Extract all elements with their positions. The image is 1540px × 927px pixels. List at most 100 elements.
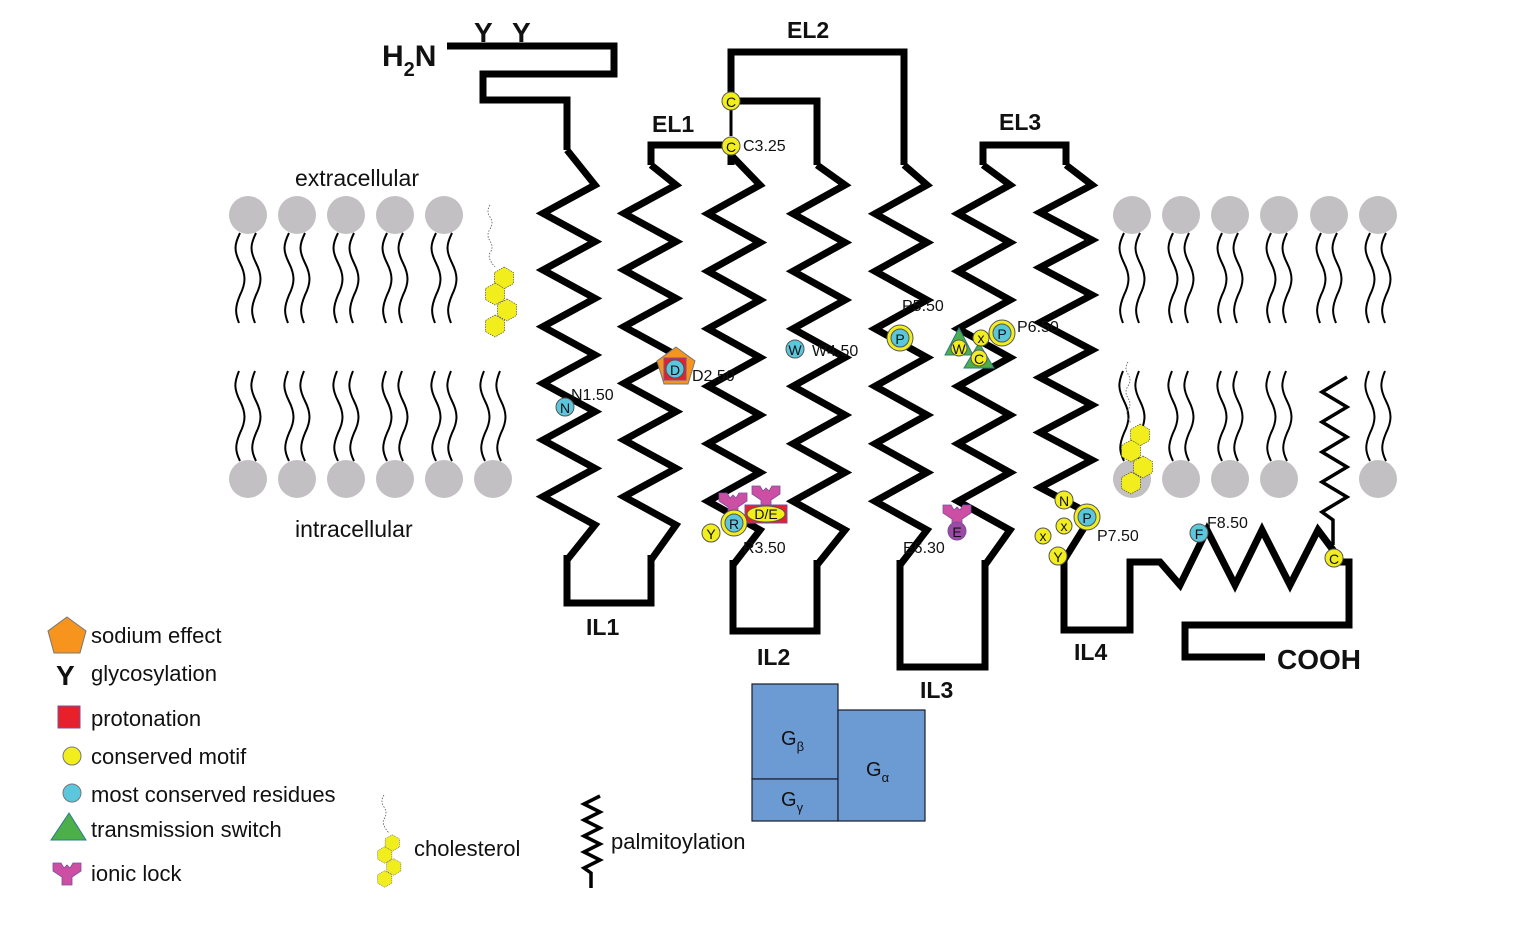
pentagon-icon xyxy=(47,616,87,654)
residue-d2-50: D xyxy=(656,346,696,385)
glycosylation-mark-2: Y xyxy=(512,17,531,48)
lipid-head xyxy=(327,460,365,498)
lipid-tail xyxy=(1183,370,1195,462)
lipid-head xyxy=(1113,196,1151,234)
lipid-tail xyxy=(299,232,311,324)
residue-n1-50: N xyxy=(555,397,575,417)
helix-tm1 xyxy=(535,147,603,563)
lipid-tail xyxy=(1364,370,1376,462)
c-terminus-label: COOH xyxy=(1277,644,1361,675)
p6-50-label: P6.50 xyxy=(1017,319,1059,336)
lipid-tail xyxy=(1232,232,1244,324)
cholesterol-molecule-right xyxy=(1121,361,1153,495)
residue-palmitoyl-cysteine: C xyxy=(1324,548,1344,568)
lipid-tail xyxy=(348,232,360,324)
extracellular-loop-1 xyxy=(647,141,735,165)
square-icon xyxy=(57,705,81,729)
lipid xyxy=(229,196,267,498)
residue-e6-30: E xyxy=(942,504,972,541)
legend-item-protonation: protonation xyxy=(57,705,201,731)
lipid-tail xyxy=(332,232,344,324)
lipid xyxy=(1310,196,1348,324)
lipid-tail xyxy=(1315,232,1327,324)
svg-text:C: C xyxy=(726,94,736,110)
lipid-tail xyxy=(397,232,409,324)
n-terminal-chain xyxy=(447,42,618,150)
lipid-head xyxy=(474,460,512,498)
intracellular-loop-3 xyxy=(896,560,989,671)
svg-text:ionic lock: ionic lock xyxy=(91,861,182,886)
extracellular-label: extracellular xyxy=(295,165,419,191)
svg-text:N: N xyxy=(1059,493,1069,509)
p5-50-label: P5.50 xyxy=(902,298,944,315)
residue-p5-50: P xyxy=(886,324,914,352)
circle-icon xyxy=(62,746,82,766)
lipid-tail xyxy=(1265,232,1277,324)
lipid xyxy=(278,196,316,498)
lipid-tail xyxy=(397,370,409,462)
residue-f8-50: F xyxy=(1189,523,1209,543)
lipid-tail xyxy=(1364,232,1376,324)
cholesterol-icon xyxy=(377,834,402,888)
lipid-tail xyxy=(234,370,246,462)
n-terminus-label: H2N xyxy=(382,40,436,81)
p7-50-label: P7.50 xyxy=(1097,528,1139,545)
lipid-tail xyxy=(495,370,507,462)
svg-text:cholesterol: cholesterol xyxy=(414,836,520,861)
palmitoylation-chain xyxy=(1318,375,1351,545)
el2-label: EL2 xyxy=(787,17,829,43)
lipid-head xyxy=(425,196,463,234)
lipid-tail xyxy=(1167,370,1179,462)
lipid-tail xyxy=(1134,232,1146,324)
lipid-tail xyxy=(1216,232,1228,324)
g-alpha-subunit xyxy=(837,709,926,822)
residue-cysteine-el2: C xyxy=(721,91,741,111)
membrane-right xyxy=(1113,196,1397,498)
palmitoylation-icon xyxy=(580,794,604,888)
lipid-head xyxy=(1260,460,1298,498)
lipid-head xyxy=(376,460,414,498)
lipid-head xyxy=(278,196,316,234)
ionic-lock-icon xyxy=(52,862,82,886)
lipid-tail xyxy=(1118,370,1130,462)
lipid-head xyxy=(1359,460,1397,498)
helix-tm4 xyxy=(785,162,853,568)
lipid xyxy=(1162,196,1200,498)
lipid-head xyxy=(229,460,267,498)
g-gamma-label: Gγ xyxy=(781,789,804,815)
intracellular-label: intracellular xyxy=(295,516,413,542)
residue-cwxp-motif: W x C xyxy=(944,326,995,369)
svg-text:P: P xyxy=(895,331,904,347)
g-alpha-label: Gα xyxy=(866,759,890,785)
lipid-tail xyxy=(1216,370,1228,462)
lipid-head xyxy=(278,460,316,498)
residue-dry-motif: D/E R Y xyxy=(701,485,788,543)
svg-text:protonation: protonation xyxy=(91,706,201,731)
y-glyph-icon: Y xyxy=(56,660,75,691)
svg-text:D/E: D/E xyxy=(754,506,777,522)
svg-text:Y: Y xyxy=(1053,549,1063,565)
il2-label: IL2 xyxy=(757,644,790,670)
lipid-head xyxy=(1162,460,1200,498)
lipid-tail xyxy=(430,370,442,462)
lipid-head xyxy=(1211,460,1249,498)
el1-label: EL1 xyxy=(652,111,694,137)
circle-icon xyxy=(62,783,82,803)
lipid-head xyxy=(1260,196,1298,234)
svg-text:x: x xyxy=(1040,528,1047,544)
legend-item-sodium-effect: sodium effect xyxy=(47,616,221,654)
svg-text:palmitoylation: palmitoylation xyxy=(611,829,746,854)
legend-item-conserved-motif: conserved motif xyxy=(62,744,247,769)
el3-label: EL3 xyxy=(999,109,1041,135)
lipid-head xyxy=(229,196,267,234)
svg-text:glycosylation: glycosylation xyxy=(91,661,217,686)
svg-text:P: P xyxy=(997,326,1006,342)
intracellular-loop-2 xyxy=(729,560,821,635)
c3-25-label: C3.25 xyxy=(743,138,786,155)
lipid-tail xyxy=(234,232,246,324)
lipid-tail xyxy=(283,370,295,462)
lipid-tail xyxy=(332,370,344,462)
residue-c3-25: C xyxy=(721,136,741,156)
lipid-tail xyxy=(250,232,262,324)
svg-text:sodium effect: sodium effect xyxy=(91,623,221,648)
